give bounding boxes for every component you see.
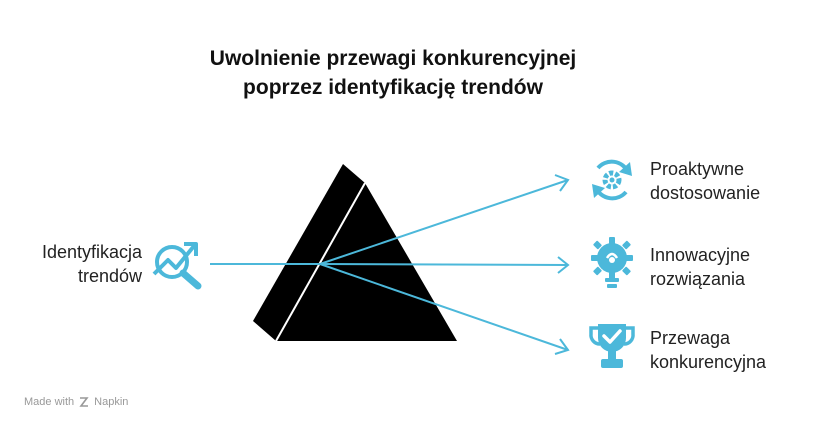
title-line-2: poprzez identyfikację trendów — [243, 76, 543, 99]
title-line-1: Uwolnienie przewagi konkurencyjnej — [209, 47, 577, 70]
output-label-1: Proaktywne dostosowanie — [650, 159, 761, 203]
output-ray-1-arrowhead — [554, 174, 570, 192]
output-ray-3 — [319, 263, 569, 351]
prism-edge — [275, 182, 366, 342]
input-label: Identyfikacja trendów — [41, 242, 142, 286]
watermark-brand: Napkin — [94, 396, 129, 408]
napkin-logo-icon — [79, 397, 89, 407]
gear-cycle-icon — [592, 159, 632, 201]
prism-front-face — [276, 183, 457, 341]
lightbulb-gear-icon — [591, 237, 633, 288]
watermark-prefix: Made with — [24, 396, 75, 408]
napkin-watermark: Made with Napkin — [24, 396, 128, 408]
trend-magnifier-icon — [152, 242, 202, 290]
output-ray-2-arrowhead — [557, 256, 570, 274]
output-ray-3-arrowhead — [554, 338, 570, 355]
trophy-check-icon — [589, 324, 635, 368]
prism-back-face — [253, 164, 365, 341]
output-ray-1 — [319, 179, 569, 265]
output-ray-2 — [319, 263, 569, 266]
output-label-2: Innowacyjne rozwiązania — [650, 245, 751, 289]
diagram-title: Uwolnienie przewagi konkurencyjnej poprz… — [0, 44, 786, 102]
output-label-3: Przewaga konkurencyjna — [650, 328, 767, 372]
